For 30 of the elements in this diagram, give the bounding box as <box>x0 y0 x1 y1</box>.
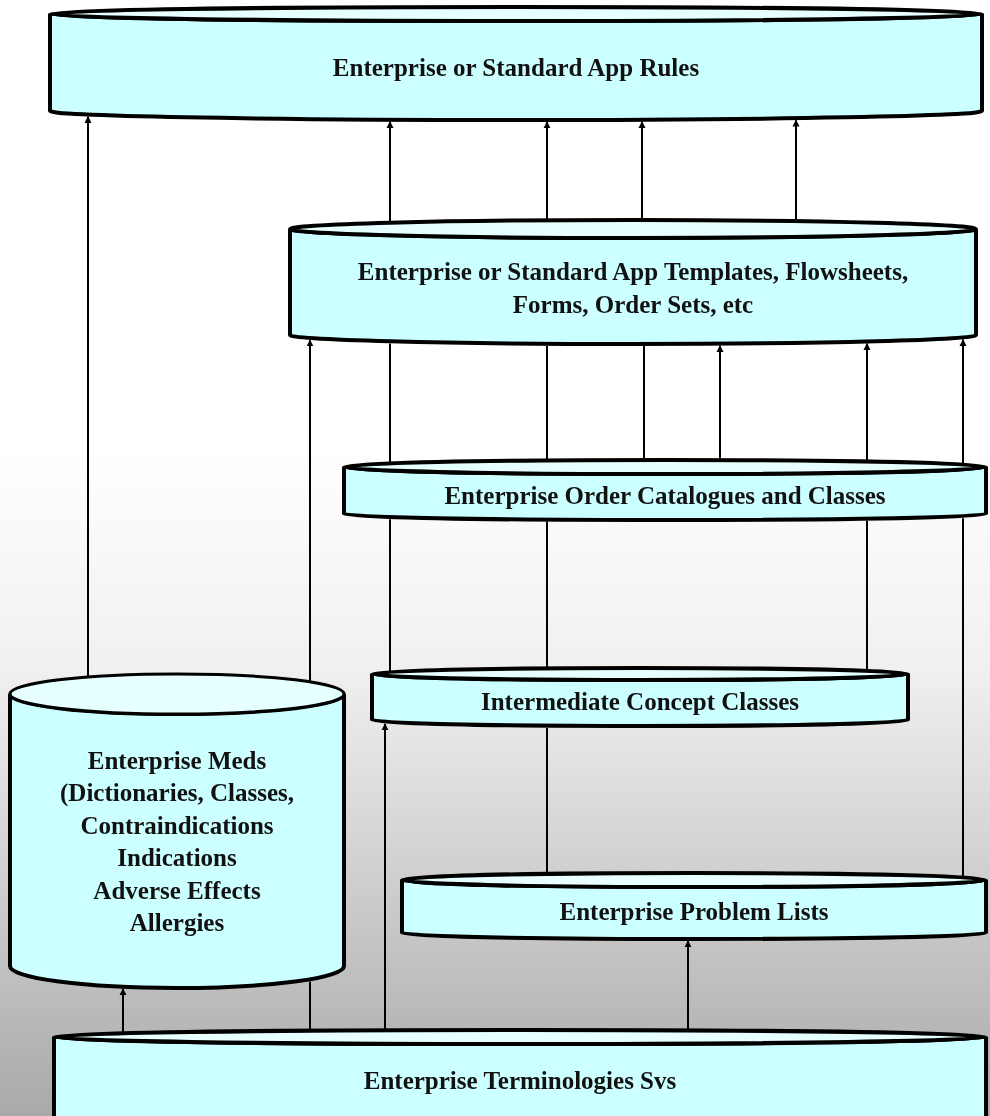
node-label: Allergies <box>129 908 225 938</box>
connector-line <box>389 518 391 673</box>
arrow <box>638 120 646 220</box>
arrow <box>381 722 389 1031</box>
arrow <box>543 121 551 221</box>
node-label: Enterprise or Standard App Rules <box>332 52 700 83</box>
arrow <box>792 119 800 222</box>
connector-line <box>866 519 868 672</box>
connector-line <box>546 344 548 461</box>
node-label: Enterprise Problem Lists <box>559 896 829 927</box>
connector-line <box>546 726 548 875</box>
arrow <box>684 940 692 1031</box>
arrow <box>84 115 92 678</box>
connector-line <box>962 517 964 879</box>
connector-line <box>309 980 311 1031</box>
node-label: Enterprise or Standard App Templates, Flowsheets, Forms, Order Sets, etc <box>356 257 910 320</box>
node-label: Enterprise Terminologies Svs <box>363 1065 677 1096</box>
node-label: Enterprise Order Catalogues and Classes <box>444 480 886 511</box>
node-label: Contraindications <box>80 810 274 841</box>
arrow <box>306 339 314 683</box>
connector-line <box>546 520 548 669</box>
node-label: Enterprise Meds <box>87 745 267 776</box>
arrow <box>716 344 724 461</box>
node-label: (Dictionaries, Classes, <box>60 778 294 809</box>
arrow <box>863 342 871 462</box>
connector-line <box>643 345 645 460</box>
node-label: Adverse Effects <box>93 875 261 906</box>
arrow <box>959 338 967 466</box>
node-label: Intermediate Concept Classes <box>481 686 799 717</box>
node-label: Indications <box>117 843 237 873</box>
